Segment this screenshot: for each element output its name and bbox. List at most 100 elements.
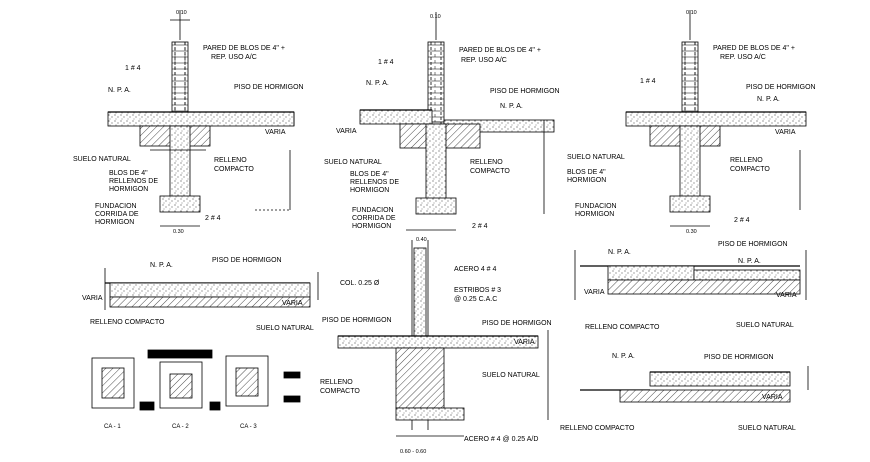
slab-detail-bottom-right xyxy=(580,366,809,403)
col-label: COL. 0.25 Ø xyxy=(340,280,380,287)
piso-label: PISO DE HORMIGON xyxy=(718,241,788,248)
blos-label-1: BLOS DE 4" xyxy=(109,170,148,177)
bar2-label: 2 # 4 xyxy=(472,223,488,230)
blos-label-1: BLOS DE 4" xyxy=(350,171,389,178)
relleno-label-2: COMPACTO xyxy=(320,388,360,395)
varia-label: VARIA xyxy=(584,289,605,296)
fund-label-2: CORRIDA DE xyxy=(95,211,139,218)
dim-base: 0.30 xyxy=(173,229,184,235)
npa-label-2: N. P. A. xyxy=(738,258,761,265)
npa-label: N. P. A. xyxy=(108,87,131,94)
piso-label: PISO DE HORMIGON xyxy=(746,84,816,91)
varia-label-2: VARIA xyxy=(776,292,797,299)
fund-label-1: FUNDACION xyxy=(575,203,617,210)
dim-top: 0.10 xyxy=(430,14,441,20)
slab-left-labels: N. P. A. PISO DE HORMIGON VARIA VARIA RE… xyxy=(82,257,314,332)
wall-footing-detail-1 xyxy=(107,10,295,227)
suelo-label: SUELO NATURAL xyxy=(736,322,794,329)
bar-label: 1 # 4 xyxy=(640,78,656,85)
suelo-label: SUELO NATURAL xyxy=(567,154,625,161)
relleno-label-2: COMPACTO xyxy=(470,168,510,175)
npa-label: N. P. A. xyxy=(150,262,173,269)
piso-label: PISO DE HORMIGON xyxy=(490,88,560,95)
dim-base: 0.30 xyxy=(686,229,697,235)
ca2-label: CA - 2 xyxy=(172,424,189,430)
slab-detail-left xyxy=(104,268,319,310)
fund-label-3: HORMIGON xyxy=(352,223,391,230)
piso-label-2: PISO DE HORMIGON xyxy=(482,320,552,327)
rep-label: REP. USO A/C xyxy=(720,54,766,61)
ca-section-details xyxy=(91,349,301,411)
dim-top: 0.10 xyxy=(686,10,697,16)
piso-label: PISO DE HORMIGON xyxy=(212,257,282,264)
piso-label: PISO DE HORMIGON xyxy=(322,317,392,324)
relleno-label-1: RELLENO xyxy=(320,379,353,386)
relleno-label: RELLENO COMPACTO xyxy=(90,319,165,326)
rep-label: REP. USO A/C xyxy=(211,54,257,61)
dim-footing: 0.60 - 0.60 xyxy=(400,449,426,455)
suelo-label: SUELO NATURAL xyxy=(738,425,796,432)
wall-footing-detail-2 xyxy=(359,12,555,231)
bar-label: 1 # 4 xyxy=(125,65,141,72)
relleno-label-2: COMPACTO xyxy=(214,166,254,173)
bar2-label: 2 # 4 xyxy=(205,215,221,222)
detail-3-labels: 0.10 PARED DE BLOS DE 4" + REP. USO A/C … xyxy=(567,10,816,235)
piso-label: PISO DE HORMIGON xyxy=(234,84,304,91)
varia-label: VARIA xyxy=(82,295,103,302)
fund-label-1: FUNDACION xyxy=(352,207,394,214)
varia-label: VARIA xyxy=(265,129,286,136)
varia-label: VARIA xyxy=(762,394,783,401)
npa-label-2: N. P. A. xyxy=(500,103,523,110)
slab-br-labels: N. P. A. PISO DE HORMIGON VARIA SUELO NA… xyxy=(612,353,796,432)
suelo-label: SUELO NATURAL xyxy=(324,159,382,166)
blos-label-2: RELLENOS DE xyxy=(350,179,399,186)
column-labels: 0.40 ACERO 4 # 4 COL. 0.25 Ø ESTRIBOS # … xyxy=(320,237,635,455)
acero-label: ACERO 4 # 4 xyxy=(454,266,497,273)
dim-col: 0.40 xyxy=(416,237,427,243)
npa-label: N. P. A. xyxy=(366,80,389,87)
blos-label-3: HORMIGON xyxy=(109,186,148,193)
blos-label-3: HORMIGON xyxy=(350,187,389,194)
bar2-label: 2 # 4 xyxy=(734,217,750,224)
blos-label-1: BLOS DE 4" xyxy=(567,169,606,176)
rep-label: REP. USO A/C xyxy=(461,57,507,64)
relleno-label-2: COMPACTO xyxy=(730,166,770,173)
piso-label: PISO DE HORMIGON xyxy=(704,354,774,361)
ca3-label: CA - 3 xyxy=(240,424,257,430)
npa-label: N. P. A. xyxy=(608,249,631,256)
estribos-label-2: @ 0.25 C.A.C xyxy=(454,296,497,303)
blos-label-3: HORMIGON xyxy=(567,177,606,184)
varia-label: VARIA xyxy=(514,339,535,346)
varia-label-2: VARIA xyxy=(282,300,303,307)
estribos-label-1: ESTRIBOS # 3 xyxy=(454,287,501,294)
relleno-compacto-label: RELLENO COMPACTO xyxy=(560,425,635,432)
varia-label: VARIA xyxy=(336,128,357,135)
slab-right-labels: N. P. A. PISO DE HORMIGON N. P. A. VARIA… xyxy=(584,241,797,331)
blos-label-2: RELLENOS DE xyxy=(109,178,158,185)
pared-label: PARED DE BLOS DE 4" + xyxy=(459,47,541,54)
fund-label-3: HORMIGON xyxy=(95,219,134,226)
detail-1-labels: 0.10 PARED DE BLOS DE 4" + REP. USO A/C … xyxy=(73,10,304,235)
relleno-label: RELLENO COMPACTO xyxy=(585,324,660,331)
detail-2-labels: 0.10 PARED DE BLOS DE 4" + REP. USO A/C … xyxy=(324,14,560,230)
ca-labels: CA - 1 CA - 2 CA - 3 xyxy=(104,424,257,430)
npa-label: N. P. A. xyxy=(612,353,635,360)
relleno-label-1: RELLENO xyxy=(470,159,503,166)
suelo-label: SUELO NATURAL xyxy=(256,325,314,332)
fund-label-1: FUNDACION xyxy=(95,203,137,210)
relleno-label-1: RELLENO xyxy=(730,157,763,164)
slab-detail-right xyxy=(574,250,807,300)
suelo-label: SUELO NATURAL xyxy=(73,156,131,163)
suelo-label: SUELO NATURAL xyxy=(482,372,540,379)
npa-label: N. P. A. xyxy=(757,96,780,103)
dim-top: 0.10 xyxy=(176,10,187,16)
bar-label: 1 # 4 xyxy=(378,59,394,66)
varia-label: VARIA xyxy=(775,129,796,136)
wall-footing-detail-3 xyxy=(625,10,807,227)
pared-label: PARED DE BLOS DE 4" + xyxy=(713,45,795,52)
pared-label: PARED DE BLOS DE 4" + xyxy=(203,45,285,52)
ca1-label: CA - 1 xyxy=(104,424,121,430)
column-footing-detail xyxy=(337,240,549,437)
fund-label-3: HORMIGON xyxy=(575,211,614,218)
